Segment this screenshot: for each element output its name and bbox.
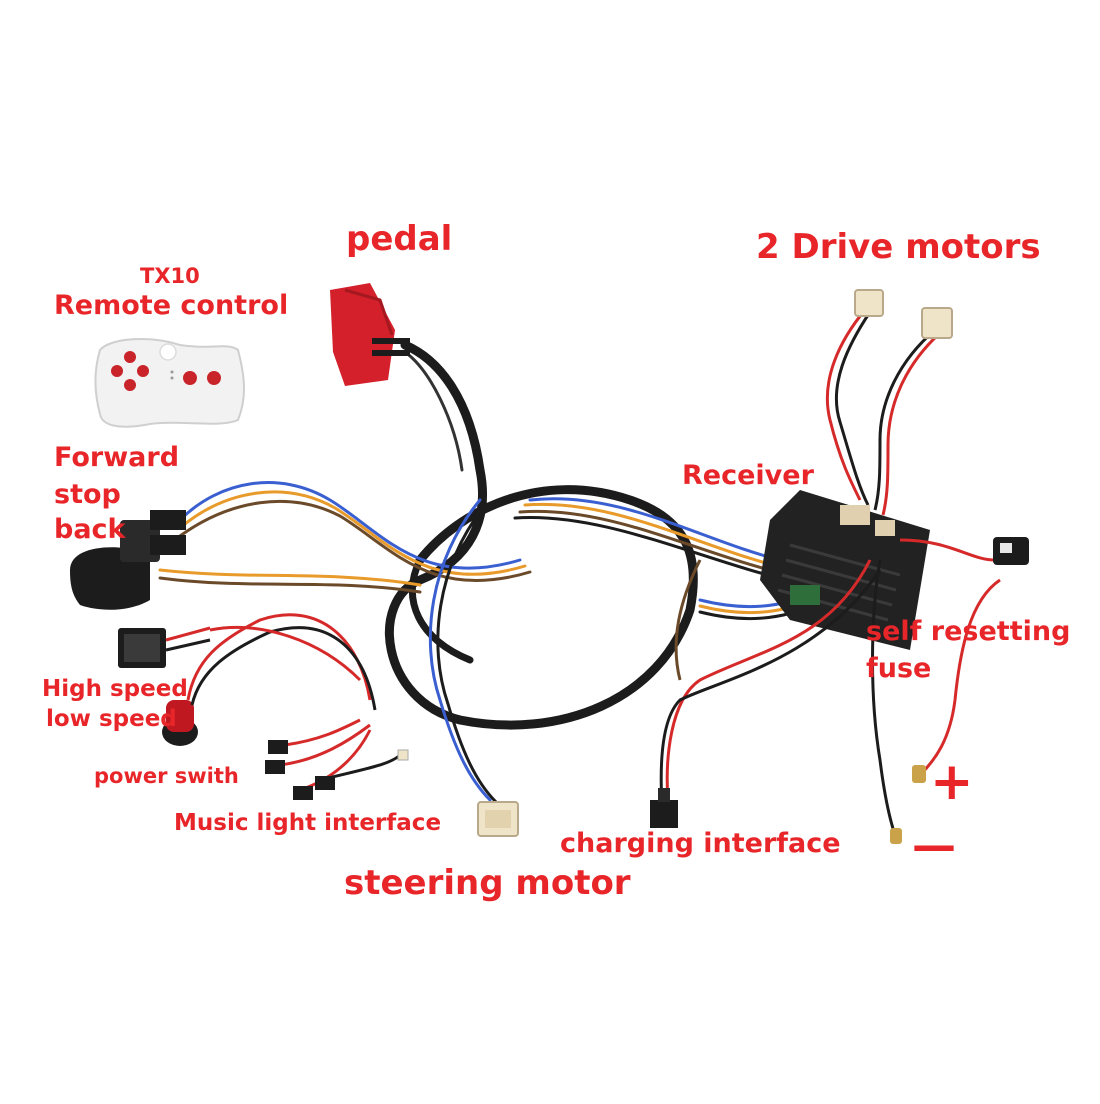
label-power-switch: power swith [94,766,239,787]
label-remote-control: Remote control [54,292,288,319]
label-back: back [54,516,126,543]
label-low-speed: low speed [46,708,177,731]
battery-plus-terminal [912,765,926,783]
label-receiver: Receiver [682,462,814,489]
motor-connector-1 [855,290,883,316]
power-button-icon [160,344,176,360]
plus-sign: + [930,756,974,808]
remote-control [96,339,245,427]
charging-port [650,788,678,828]
remote-button [207,371,221,385]
minus-sign: — [912,824,956,868]
label-forward: Forward [54,444,179,471]
remote-button [124,351,136,363]
label-self-resetting: self resetting [866,618,1070,645]
music-light-connectors [265,720,408,800]
battery-minus-terminal [890,828,902,844]
power-switch [162,615,375,746]
label-stop: stop [54,481,121,508]
remote-button [111,365,123,377]
speed-switch [118,628,210,668]
label-drive-motors: 2 Drive motors [756,230,1041,264]
remote-button [137,365,149,377]
label-tx10: TX10 [140,266,200,287]
fuse-part [993,537,1029,565]
remote-button [183,371,197,385]
label-fuse: fuse [866,655,931,682]
label-high-speed: High speed [42,678,188,701]
label-steering-motor: steering motor [344,866,631,900]
label-charging: charging interface [560,830,841,857]
label-pedal: pedal [346,222,452,256]
label-music-light: Music light interface [174,812,441,835]
main-harness [160,345,820,802]
remote-button [124,379,136,391]
pedal-part [330,283,410,386]
drive-motor-wires [827,290,952,515]
steering-connector [478,802,518,836]
motor-connector-2 [922,308,952,338]
